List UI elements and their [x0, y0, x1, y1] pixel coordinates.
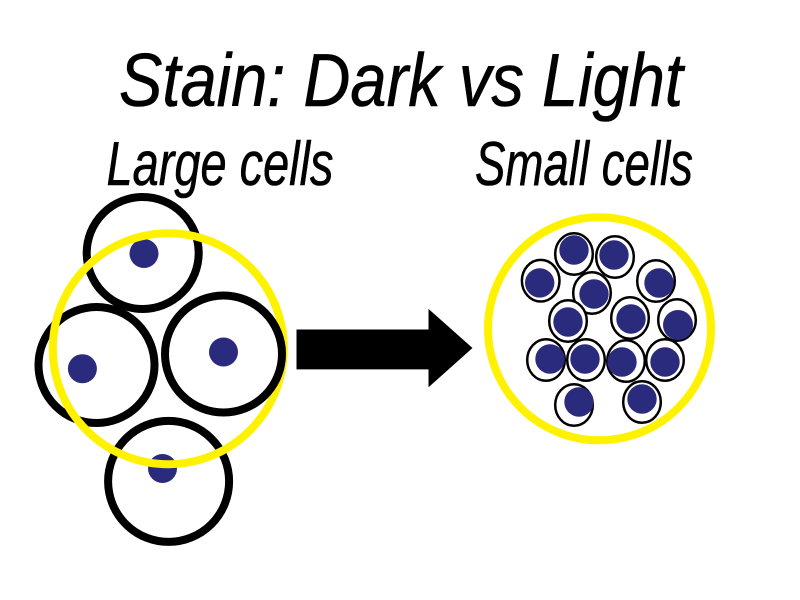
svg-text:Large cells: Large cells [107, 130, 334, 199]
svg-text:Stain: Dark vs Light: Stain: Dark vs Light [119, 38, 686, 122]
svg-text:Small cells: Small cells [475, 130, 693, 199]
